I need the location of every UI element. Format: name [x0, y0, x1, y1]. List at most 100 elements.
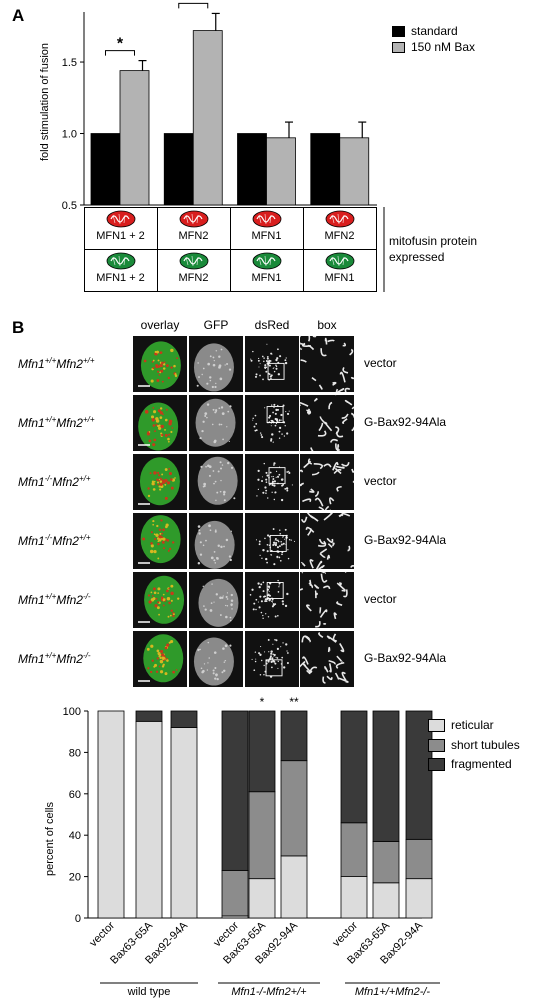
table-cell-label: MFN1	[251, 272, 282, 284]
micrograph-gfp	[189, 395, 243, 451]
micrograph-overlay	[133, 513, 187, 569]
gene2-name: Mfn2	[56, 652, 83, 666]
micrograph-overlay	[133, 572, 187, 628]
gene1-genotype: +/+	[44, 651, 57, 660]
condition-label: G-Bax92-94Ala	[364, 415, 447, 429]
legend-label-bax: 150 nM Bax	[411, 40, 476, 54]
legend-bax: 150 nM Bax	[392, 40, 475, 54]
genotype-label: Mfn1-/-Mfn2+/+	[18, 533, 91, 548]
gene1-genotype: +/+	[44, 592, 57, 601]
panel-a-y-tick-label: 1.5	[62, 57, 77, 69]
panel-c-bar-segment	[248, 710, 276, 793]
gene1-genotype: -/-	[44, 474, 53, 483]
gene2-genotype: -/-	[82, 592, 91, 601]
gene2-name: Mfn2	[56, 593, 83, 607]
panel-c-y-tick-label: 80	[69, 747, 81, 759]
genotype-label: Mfn1+/+Mfn2-/-	[18, 592, 91, 607]
gene1-genotype: +/+	[44, 356, 57, 365]
panel-c-bar-segment	[221, 869, 249, 917]
mito-green-icon	[106, 252, 136, 275]
gene1-name: Mfn1	[18, 475, 45, 489]
panel-a-significance-star: *	[117, 36, 124, 53]
mitofusin-side-label: mitofusin protein expressed	[389, 233, 477, 265]
micrograph-overlay	[133, 631, 187, 687]
panel-a-bar	[90, 133, 121, 206]
condition-label: vector	[364, 474, 397, 488]
panel-c-bar-segment	[170, 710, 198, 728]
panel-c-y-tick-label: 60	[69, 789, 81, 801]
gene1-genotype: -/-	[44, 533, 53, 542]
mitofusin-table: MFN1 + 2 MFN2 MFN1 MFN2 MFN1 + 2 MFN2 MF…	[84, 207, 377, 292]
micrograph-box	[300, 631, 354, 687]
gene2-genotype: +/+	[82, 415, 95, 424]
condition-label: vector	[364, 592, 397, 606]
panel-a-bar	[163, 133, 194, 206]
legend-swatch-bax	[392, 41, 405, 53]
table-bracket	[383, 207, 385, 292]
micrograph-gfp	[189, 336, 243, 392]
condition-label: G-Bax92-94Ala	[364, 651, 447, 665]
table-cell-label: MFN2	[178, 230, 209, 242]
mito-red-icon	[252, 210, 282, 233]
panel-c-bar-segment	[405, 878, 433, 919]
mito-red-icon	[179, 210, 209, 233]
table-cell-label: MFN1 + 2	[96, 272, 145, 284]
legend-reticular: reticular	[428, 718, 494, 732]
panel-c-bar-segment	[340, 876, 368, 919]
panel-c-bar-segment	[340, 710, 368, 824]
table-cell-label: MFN2	[324, 230, 355, 242]
gene1-name: Mfn1	[18, 593, 45, 607]
micrograph-gfp	[189, 454, 243, 510]
legend-swatch-fragmented	[428, 757, 445, 771]
panel-a-y-tick-label: 1.0	[62, 129, 77, 141]
gene2-genotype: -/-	[82, 651, 91, 660]
legend-swatch-short-tubules	[428, 738, 445, 752]
panel-c-bar-segment	[280, 760, 308, 857]
panel-c-y-tick-label: 0	[75, 913, 81, 925]
column-header-dsred: dsRed	[254, 318, 290, 332]
legend-swatch-standard	[392, 25, 405, 37]
panel-c-bar-segment	[221, 710, 249, 871]
side-label-line-1: mitofusin protein	[389, 234, 478, 248]
table-cell-label: MFN2	[178, 272, 209, 284]
panel-a-bar	[339, 137, 370, 206]
micrograph-box	[300, 572, 354, 628]
gene1-name: Mfn1	[18, 357, 45, 371]
gene2-genotype: +/+	[78, 533, 91, 542]
panel-a-bar	[266, 137, 296, 206]
micrograph-gfp	[189, 631, 243, 687]
micrograph-gfp	[189, 513, 243, 569]
panel-c-bar-segment	[405, 710, 433, 840]
panel-a-y-tick-label: 0.5	[62, 200, 77, 210]
mito-green-icon	[325, 252, 355, 275]
legend-label-short-tubules: short tubules	[451, 738, 520, 752]
panel-c-bar-segment	[372, 882, 400, 919]
gene2-name: Mfn2	[56, 357, 83, 371]
condition-label: vector	[364, 356, 397, 370]
table-cell-label: MFN1	[251, 230, 282, 242]
gene2-name: Mfn2	[52, 534, 79, 548]
table-cell-label: MFN1	[324, 272, 355, 284]
gene1-name: Mfn1	[18, 534, 45, 548]
genotype-label: Mfn1-/-Mfn2+/+	[18, 474, 91, 489]
micrograph-dsred	[245, 395, 299, 451]
panel-c-bar-segment	[248, 791, 276, 880]
panel-c-bar-segment	[280, 710, 308, 762]
panel-c-bar-segment	[372, 841, 400, 884]
panel-c-category-label: vector	[330, 919, 360, 949]
column-header-overlay: overlay	[140, 318, 180, 332]
legend-standard: standard	[392, 24, 458, 38]
table-cell-label: MFN1 + 2	[96, 230, 145, 242]
micrograph-box	[300, 336, 354, 392]
panel-a-bar	[192, 30, 223, 206]
mito-green-icon	[252, 252, 282, 275]
panel-a-letter: A	[12, 6, 25, 25]
panel-c-bar-segment	[405, 838, 433, 880]
panel-a-bar	[119, 70, 150, 206]
gene2-name: Mfn2	[56, 416, 83, 430]
panel-c-bar-segment	[135, 720, 163, 919]
panel-c-significance-star: *	[260, 695, 265, 709]
panel-c-y-tick-label: 100	[63, 706, 81, 718]
panel-c-bar-segment	[340, 822, 368, 877]
